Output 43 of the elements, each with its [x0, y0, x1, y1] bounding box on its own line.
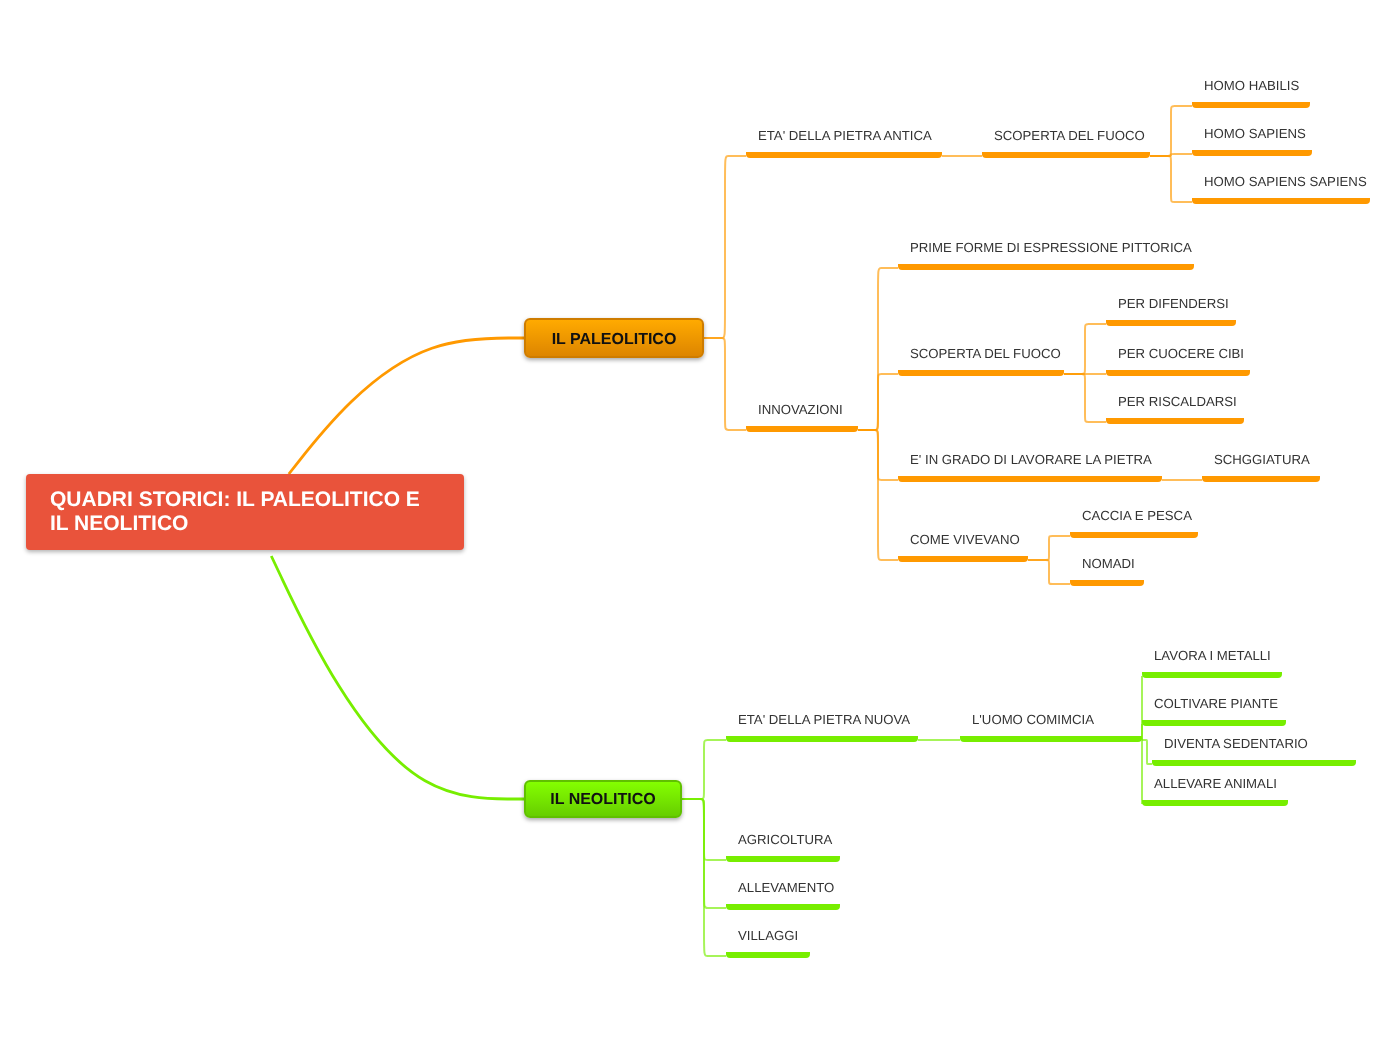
topic-underline — [1106, 292, 1236, 326]
topic-underline — [898, 342, 1064, 376]
topic-underline — [746, 124, 942, 158]
topic-underline — [1106, 342, 1250, 376]
topic-title: QUADRI STORICI: IL PALEOLITICO E IL NEOLITICO — [50, 488, 422, 537]
topic-underline — [726, 924, 810, 958]
topic-underline — [1192, 74, 1310, 108]
topic-underline — [726, 876, 840, 910]
topic-underline — [898, 528, 1028, 562]
topic-underline — [898, 236, 1194, 270]
branch-line — [1027, 559, 1071, 585]
branch-line — [1141, 739, 1143, 805]
branch-line — [703, 337, 747, 431]
topic-underline — [1106, 390, 1244, 424]
branch-line — [917, 739, 961, 741]
branch-line — [1141, 739, 1153, 765]
topic-underline — [726, 828, 840, 862]
branch-line — [941, 155, 983, 157]
branch-line — [1161, 479, 1203, 481]
topic-underline — [1202, 448, 1320, 482]
branch-line — [1141, 723, 1143, 741]
topic-underline — [1192, 122, 1312, 156]
topic-underline — [1152, 732, 1356, 766]
branch-line — [857, 429, 899, 561]
central-topic-box — [26, 474, 464, 551]
branch-line — [1149, 155, 1193, 203]
topic-title: IL NEOLITICO — [550, 790, 656, 808]
topic-underline — [746, 398, 858, 432]
topic-underline — [1142, 692, 1286, 726]
branch-line — [287, 336, 524, 475]
topic-underline — [726, 708, 918, 742]
topic-underline — [898, 448, 1162, 482]
topic-underline — [1142, 644, 1282, 678]
branch-line — [1063, 373, 1107, 423]
main-topic-box — [524, 780, 682, 818]
topic-title: IL PALEOLITICO — [551, 329, 677, 347]
topic-underline — [960, 708, 1142, 742]
branch-line — [270, 555, 524, 801]
main-topic-box — [524, 318, 704, 358]
topic-underline — [1070, 504, 1198, 538]
topic-underline — [1070, 552, 1144, 586]
topic-underline — [1192, 170, 1370, 204]
topic-underline — [982, 124, 1150, 158]
